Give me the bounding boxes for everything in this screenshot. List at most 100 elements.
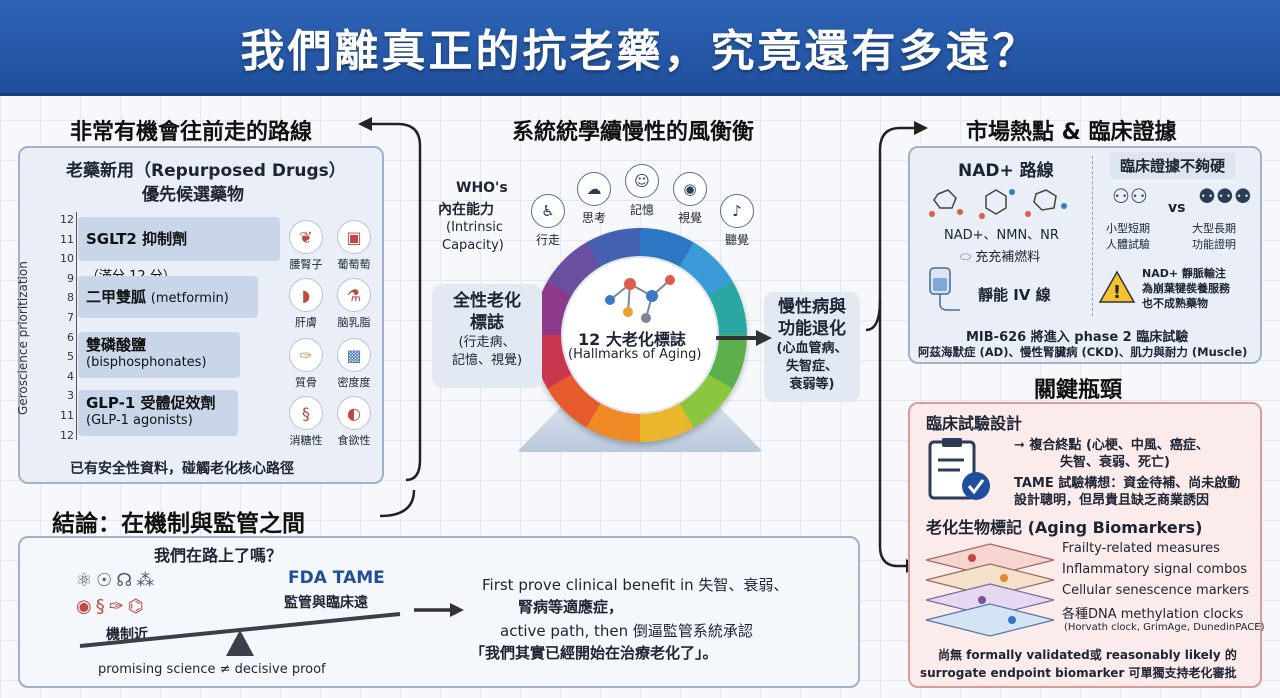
mechanism-icons: ⚛☉☊⁂ [76, 570, 159, 591]
who-sub-1: (Intrinsic [446, 220, 503, 235]
faculty-memory: ☺記憶 [617, 164, 667, 218]
test-tube-icon: ⚗ [337, 278, 371, 312]
who-title-2: 內在能力 [438, 202, 494, 218]
molecule-icon [605, 275, 675, 323]
right-arrow-icon [716, 330, 772, 346]
panel-divider [1092, 156, 1093, 316]
balance-note: promising science ≠ decisive proof [98, 662, 326, 677]
biomarker-item: Inflammatory signal combos [1062, 562, 1248, 577]
regulatory-label: 監管與臨床遠 [284, 595, 368, 611]
bottleneck-title: 關鍵瓶頸 [1034, 378, 1123, 403]
composite-line-1: ➞ 複合終點 (心梗、中風、癌症、 [1014, 438, 1209, 453]
drug-name: 雙磷酸鹽 [86, 336, 147, 354]
large-trial-label: 大型長期功能證明 [1192, 222, 1236, 251]
biomarker-item: 各種DNA methylation clocks [1062, 607, 1244, 622]
small-trial-icon: ⚇⚇ [1112, 184, 1148, 208]
head-icon: ☺ [625, 164, 659, 198]
organ-lipid: ⚗脑乳脂 [331, 278, 377, 330]
tick-label: 11 [60, 408, 74, 422]
systemic-aging-box: 全性老化 標誌 (行走病、 記憶、視覺) [432, 284, 542, 388]
kidney-icon: ❦ [289, 220, 323, 254]
conclusion-line-4: 「我們其實已經開始在治療老化了」。 [470, 644, 718, 662]
panel-title-1: 老藥新用（Repurposed Drugs） [66, 161, 346, 181]
bone-icon: ✑ [289, 338, 323, 372]
drug-name: 二甲雙胍 [86, 288, 147, 306]
bottleneck-footer-1: 尚無 formally validated或 reasonably likely… [938, 648, 1237, 662]
conclusion-line-3: active path, then 倒逼監管系統承認 [500, 622, 753, 640]
drug-bar-bisphosphonates: 雙磷酸鹽 (bisphosphonates) [78, 332, 240, 378]
y-axis-line [76, 212, 77, 440]
conclusion-panel [18, 536, 860, 688]
tick-label: 11 [60, 232, 74, 246]
small-trial-label: 小型短期人體試驗 [1106, 222, 1150, 251]
svg-text:!: ! [1113, 282, 1121, 303]
large-trial-icon: ⚉⚉⚉ [1198, 184, 1252, 208]
nad-supplement: ⬭ 充充補燃料 [960, 250, 1041, 265]
organ-bone: ✑質骨 [283, 338, 329, 390]
faculty-vision: ◉視覺 [665, 172, 715, 226]
left-footer: 已有安全性資料，碰觸老化核心路徑 [70, 461, 294, 477]
bone-density-icon: ▩ [337, 338, 371, 372]
tick-label: 10 [60, 252, 74, 266]
faculty-thinking: ☁思考 [569, 172, 619, 226]
drug-sub: (metformin) [150, 291, 229, 306]
capsule-icon: ⬭ [960, 250, 976, 265]
market-panel [908, 146, 1262, 364]
title-banner: 我們離真正的抗老藥，究竟還有多遠？ [0, 0, 1280, 96]
conclusion-title: 結論：在機制與監管之間 [52, 511, 305, 537]
biomarker-layers-icon [925, 543, 1055, 637]
tick-label: 12 [60, 213, 74, 226]
conclusion-line-2: 腎病等適應症， [518, 598, 624, 616]
organ-density: ▩密度度 [331, 338, 377, 390]
tick-label: 8 [67, 291, 74, 305]
warning-text: NAD+ 靜脈輸注為崩葉犍彂養服務也不成熟藥物 [1142, 267, 1230, 310]
mib-line-1: MIB-626 將進入 phase 2 臨床試驗 [966, 330, 1189, 345]
drug-sub: (GLP-1 agonists) [86, 413, 193, 428]
organ-stomach: ◐食欲性 [331, 396, 377, 448]
who-sub-2: Capacity) [442, 238, 504, 253]
conclusion-question: 我們在路上了嗎？ [154, 546, 283, 565]
chronic-disease-box: 慢性病與 功能退化 (心血管病、 失智症、 衰弱等) [764, 292, 860, 402]
clocks-note: (Horvath clock, GrimAge, DunedinPACE) [1064, 622, 1265, 633]
brain-icon: ☁ [577, 172, 611, 206]
warning-icon: ! [1098, 270, 1136, 303]
intestine-icon: § [289, 396, 323, 430]
tick-label: 5 [67, 350, 74, 364]
vs-label: vs [1168, 200, 1186, 216]
faculty-hearing: ♪聽覺 [712, 194, 762, 248]
center-section-title: 系統統學續慢性的風衡衡 [512, 120, 755, 145]
tick-label: 12 [60, 428, 74, 442]
wheel-subtitle: (Hallmarks of Aging) [568, 347, 702, 362]
iv-bag-icon [929, 267, 960, 311]
drug-name: SGLT2 抑制劑 [86, 230, 188, 248]
organ-icons: ◉§✑⌬ [76, 596, 148, 617]
page-title: 我們離真正的抗老藥，究竟還有多遠？ [240, 25, 1040, 77]
right-section-title: 市場熱點 & 臨床證據 [966, 120, 1177, 145]
ear-icon: ♪ [720, 194, 754, 228]
conclusion-line-1: First prove clinical benefit in 失智、衰弱、 [482, 576, 789, 594]
balance-scale-icon [79, 612, 401, 656]
tick-label: 3 [67, 389, 74, 403]
drug-bar-sglt2: SGLT2 抑制劑（滿分 12 分） [78, 217, 280, 284]
nad-title: NAD+ 路線 [958, 161, 1054, 181]
glucose-bag-icon: ▣ [337, 220, 371, 254]
drug-name: GLP-1 受體促效劑 [86, 394, 216, 412]
organ-glucose: ▣葡萄萄 [331, 220, 377, 272]
tick-label: 6 [67, 330, 74, 344]
nad-items: NAD+、NMN、NR [944, 228, 1059, 243]
organ-intestine: §消糖性 [283, 396, 329, 448]
who-title-1: WHO's [456, 180, 508, 196]
organ-liver: ◗肝膚 [283, 278, 329, 330]
drug-bar-metformin: 二甲雙胍 (metformin) [78, 276, 258, 318]
mib-line-2: 阿茲海默症 (AD)、慢性腎臟病 (CKD)、肌力與耐力 (Muscle) [918, 345, 1248, 359]
tick-column: 12 11 10 9 8 7 6 5 4 3 11 12 [50, 210, 74, 445]
liver-icon: ◗ [289, 278, 323, 312]
eye-icon: ◉ [673, 172, 707, 206]
clipboard-check-icon [928, 438, 990, 500]
evidence-title: 臨床證據不夠硬 [1110, 152, 1236, 179]
tick-label: 4 [67, 369, 74, 383]
drug-bar-glp1: GLP-1 受體促效劑 (GLP-1 agonists) [78, 390, 238, 436]
fda-tame-label: FDA TAME [288, 568, 385, 588]
conclusion-arrow-icon [414, 603, 464, 617]
